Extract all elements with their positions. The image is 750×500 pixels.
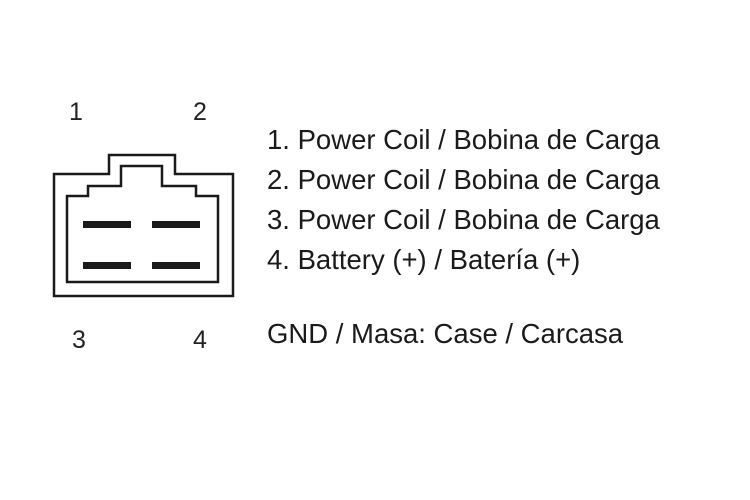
terminal-1	[83, 221, 131, 228]
pinout-legend: 1. Power Coil / Bobina de Carga 2. Power…	[267, 120, 660, 280]
pinout-line-1: 1. Power Coil / Bobina de Carga	[267, 124, 660, 155]
pin-number-4: 4	[193, 326, 207, 354]
ground-note: GND / Masa: Case / Carcasa	[267, 318, 624, 349]
pin-number-1: 1	[69, 98, 83, 126]
terminal-2	[152, 221, 200, 228]
connector-housing-inner	[65, 164, 220, 284]
pin-number-2: 2	[193, 98, 207, 126]
pinout-line-4: 4. Battery (+) / Batería (+)	[267, 244, 581, 275]
pin-number-3: 3	[72, 326, 86, 354]
pinout-line-2: 2. Power Coil / Bobina de Carga	[267, 164, 660, 195]
terminal-4	[152, 262, 200, 269]
connector-housing-outer	[52, 153, 235, 298]
terminal-3	[83, 262, 131, 269]
pinout-line-3: 3. Power Coil / Bobina de Carga	[267, 204, 660, 235]
